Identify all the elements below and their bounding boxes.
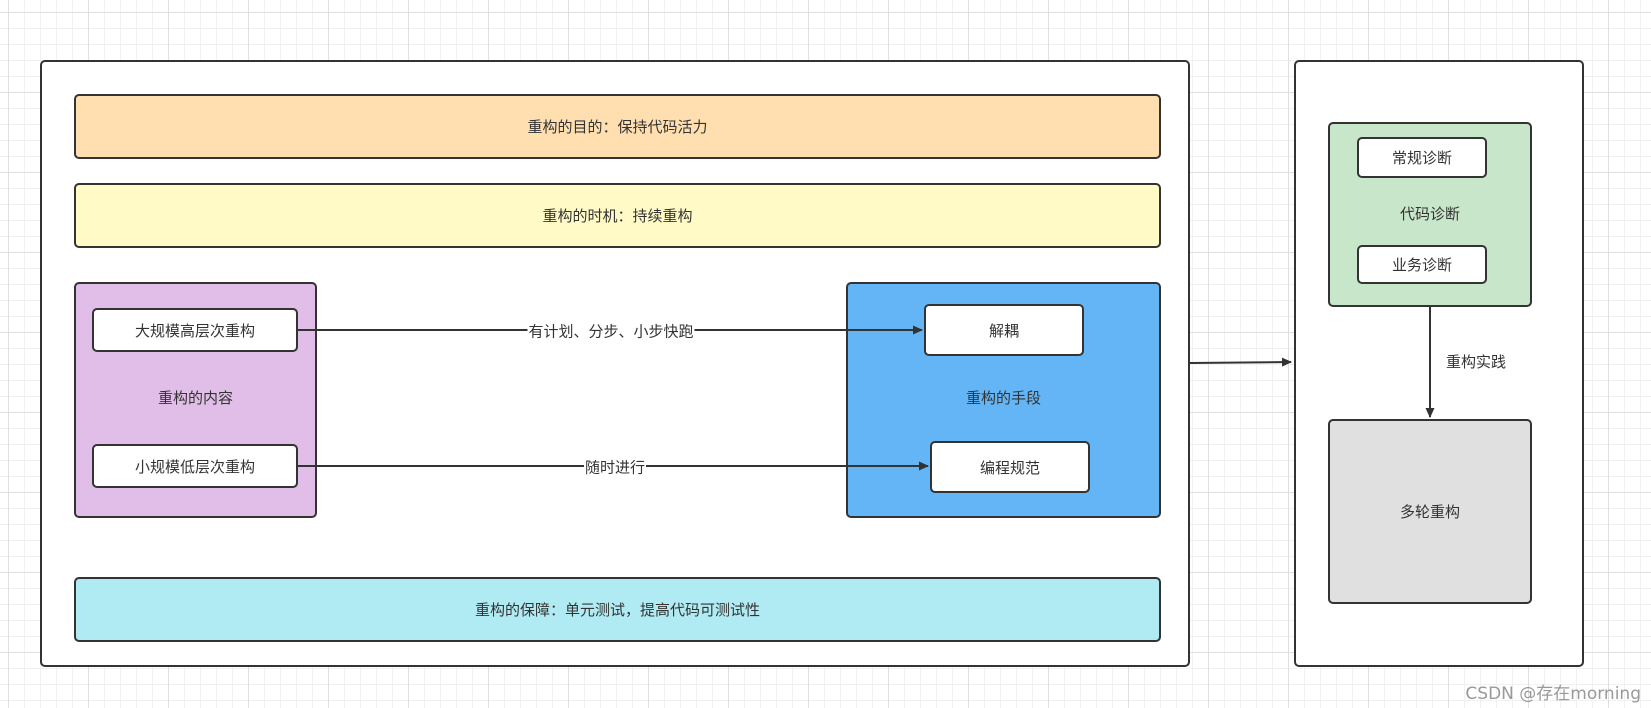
edge-left-to-right-panel bbox=[1189, 357, 1292, 367]
decoupling-label: 解耦 bbox=[988, 321, 1019, 340]
guarantee-box[interactable]: 重构的保障：单元测试，提高代码可测试性 bbox=[74, 577, 1161, 642]
edge-label-anytime: 随时进行 bbox=[583, 458, 647, 477]
coding-standard-label: 编程规范 bbox=[979, 458, 1040, 477]
routine-diagnosis-label: 常规诊断 bbox=[1391, 149, 1452, 167]
decoupling-node[interactable]: 解耦 bbox=[924, 304, 1084, 356]
watermark: CSDN @存在morning bbox=[1465, 684, 1641, 704]
business-diagnosis-node[interactable]: 业务诊断 bbox=[1357, 245, 1487, 284]
multi-round-refactor-label: 多轮重构 bbox=[1399, 503, 1460, 521]
edge-label-planned: 有计划、分步、小步快跑 bbox=[527, 322, 695, 341]
content-group-title: 重构的内容 bbox=[157, 389, 233, 407]
routine-diagnosis-node[interactable]: 常规诊断 bbox=[1357, 137, 1487, 178]
diagnosis-group-title: 代码诊断 bbox=[1399, 205, 1460, 223]
large-scale-refactor-label: 大规模高层次重构 bbox=[134, 321, 255, 340]
timing-box[interactable]: 重构的时机：持续重构 bbox=[74, 183, 1161, 248]
guarantee-label: 重构的保障：单元测试，提高代码可测试性 bbox=[474, 601, 760, 619]
timing-label: 重构的时机：持续重构 bbox=[542, 207, 693, 225]
coding-standard-node[interactable]: 编程规范 bbox=[930, 441, 1090, 493]
multi-round-refactor-node[interactable]: 多轮重构 bbox=[1328, 419, 1532, 604]
business-diagnosis-label: 业务诊断 bbox=[1391, 256, 1452, 274]
purpose-box[interactable]: 重构的目的：保持代码活力 bbox=[74, 94, 1161, 159]
purpose-label: 重构的目的：保持代码活力 bbox=[527, 118, 708, 136]
small-scale-refactor-node[interactable]: 小规模低层次重构 bbox=[92, 444, 298, 488]
large-scale-refactor-node[interactable]: 大规模高层次重构 bbox=[92, 308, 298, 352]
small-scale-refactor-label: 小规模低层次重构 bbox=[134, 457, 255, 476]
means-group-title: 重构的手段 bbox=[965, 389, 1041, 407]
edge-label-practice: 重构实践 bbox=[1446, 353, 1507, 371]
